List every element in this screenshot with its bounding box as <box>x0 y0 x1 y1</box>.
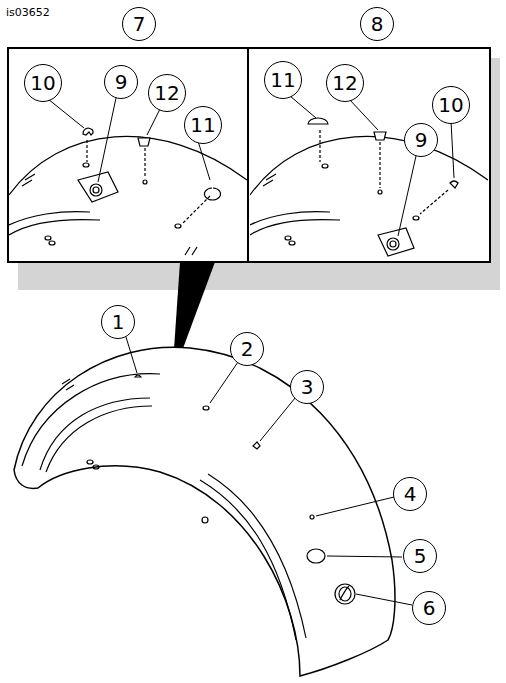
callout-number: 10 <box>30 73 55 93</box>
callout-number: 8 <box>371 14 384 34</box>
callout-number: 12 <box>332 73 357 93</box>
callout-circle: 10 <box>432 86 470 124</box>
callout-circle: 4 <box>393 477 427 511</box>
callout-number: 9 <box>415 130 428 150</box>
callout-circle: 11 <box>184 106 222 144</box>
callout-number: 7 <box>133 14 146 34</box>
callout-number: 11 <box>270 70 295 90</box>
callout-number: 6 <box>423 598 436 618</box>
callout-number: 3 <box>301 377 314 397</box>
callout-circle: 11 <box>264 61 302 99</box>
callout-circle: 8 <box>360 7 394 41</box>
callout-number: 10 <box>438 95 463 115</box>
callout-circle: 3 <box>290 370 324 404</box>
callout-circle: 5 <box>403 539 437 573</box>
callout-number: 5 <box>414 546 427 566</box>
callout-circle: 12 <box>326 64 364 102</box>
callout-number: 2 <box>241 339 254 359</box>
callout-circle: 1 <box>101 305 135 339</box>
callout-number: 4 <box>404 484 417 504</box>
callout-number: 11 <box>190 115 215 135</box>
callout-number: 9 <box>115 72 128 92</box>
callout-circle: 7 <box>122 7 156 41</box>
callout-circle: 10 <box>24 64 62 102</box>
callout-circle: 9 <box>104 65 138 99</box>
callout-number: 1 <box>112 312 125 332</box>
callout-circle: 12 <box>148 74 186 112</box>
callout-circle: 6 <box>412 591 446 625</box>
callout-circle: 2 <box>230 332 264 366</box>
callout-circle: 9 <box>404 123 438 157</box>
figure-id: is03652 <box>6 6 50 19</box>
callout-number: 12 <box>154 83 179 103</box>
